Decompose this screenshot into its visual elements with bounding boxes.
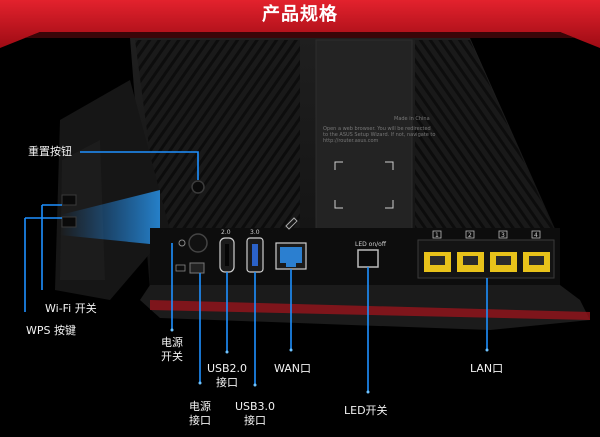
sticker-made-in: Made in China	[394, 116, 430, 122]
power-port-label-line2: 接口	[189, 414, 211, 427]
callout-lines	[24, 151, 488, 392]
usb2-port-label-line1: USB2.0	[206, 362, 248, 375]
led-switch-label: LED开关	[344, 404, 388, 417]
router-body: /ISUS	[55, 38, 590, 330]
power-switch-label-line1: 电源	[161, 336, 183, 349]
power-port-label-line1: 电源	[189, 400, 211, 413]
wan-port-label: WAN口	[274, 362, 312, 375]
lan-number-3: 3	[501, 232, 505, 239]
wps-button-label: WPS 按键	[26, 324, 76, 337]
title-banner	[0, 0, 600, 48]
lan-number-4: 4	[534, 232, 538, 239]
usb3-mark: 3.0	[250, 229, 260, 236]
wifi-switch-label: Wi-Fi 开关	[45, 302, 97, 315]
usb2-port-label: USB2.0 接口	[204, 362, 250, 390]
power-switch-label-line2: 开关	[161, 350, 183, 363]
power-switch-label: 电源 开关	[156, 336, 188, 364]
lan-port-label: LAN口	[470, 362, 504, 375]
port-row	[175, 217, 555, 279]
power-port-label: 电源 接口	[184, 400, 216, 428]
sticker-notice-1: Open a web browser. You will be redirect…	[323, 126, 431, 132]
callout-dots	[170, 328, 489, 394]
usb2-mark: 2.0	[221, 229, 231, 236]
lan-number-1: 1	[435, 232, 439, 239]
banner-title: 产品规格	[262, 4, 338, 25]
sticker-url: http://router.asus.com	[323, 138, 379, 144]
usb3-port-label-line1: USB3.0	[234, 400, 276, 413]
led-port-label: LED on/off	[355, 241, 386, 248]
lan-number-2: 2	[468, 232, 472, 239]
reset-button-label: 重置按钮	[28, 145, 72, 158]
sticker-notice-2: to the ASUS Setup Wizard. If not, naviga…	[323, 132, 436, 138]
usb3-port-label-line2: 接口	[244, 414, 266, 427]
usb2-port-label-line2: 接口	[216, 376, 238, 389]
usb3-port-label: USB3.0 接口	[232, 400, 278, 428]
